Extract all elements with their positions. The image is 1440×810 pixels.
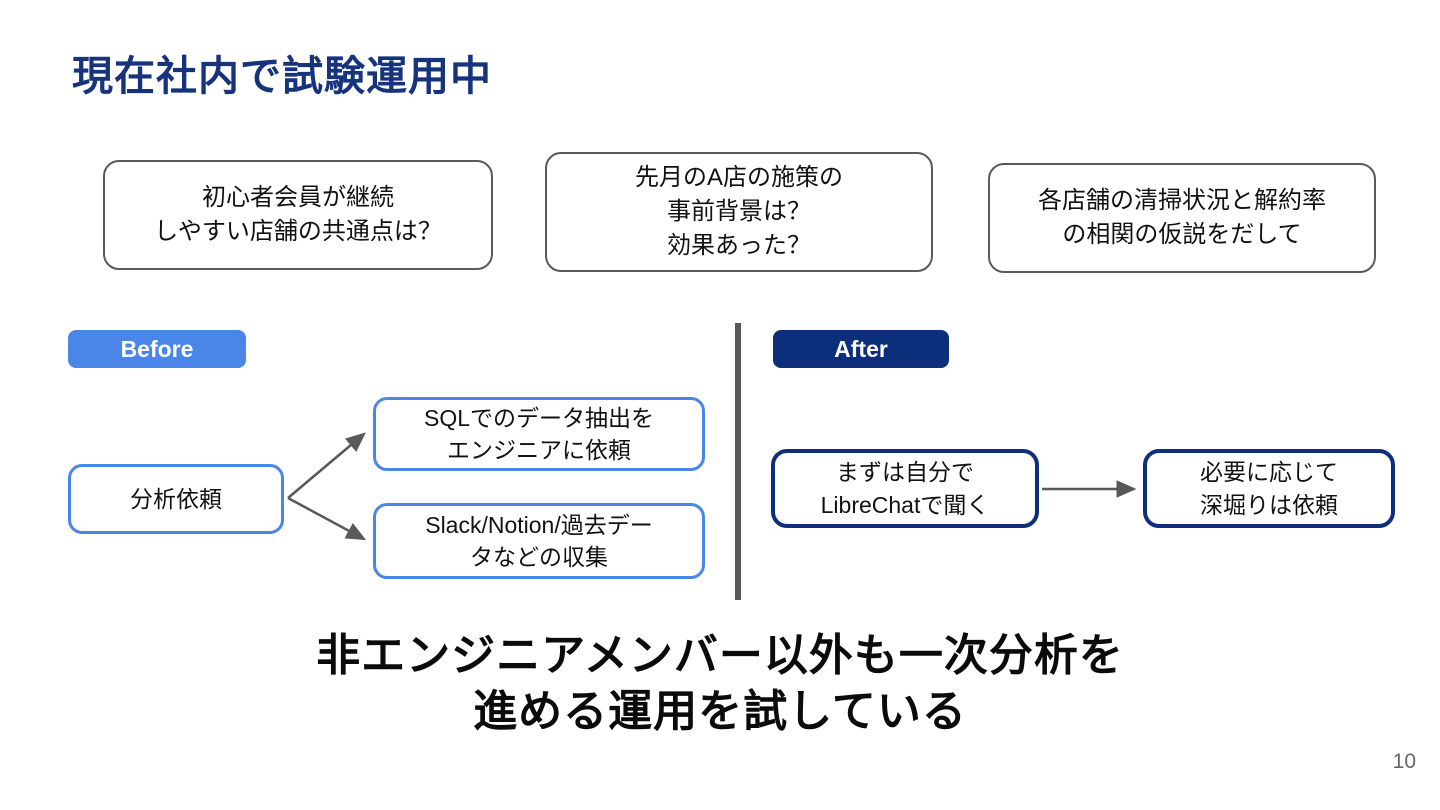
flow-box-analysis-request: 分析依頼 <box>68 464 284 534</box>
conclusion-line: 非エンジニアメンバー以外も一次分析を <box>316 631 1124 680</box>
flow-box-line: まずは自分で <box>836 459 974 486</box>
after-badge: After <box>773 330 949 368</box>
flow-box-line: LibreChatで聞く <box>820 491 990 518</box>
flow-box-line: SQLでのデータ抽出を <box>423 404 655 431</box>
flow-box-sql-extract: SQLでのデータ抽出を エンジニアに依頼 <box>373 397 705 471</box>
conclusion-line: 進める運用を試している <box>473 686 967 736</box>
flow-box-line: エンジニアに依頼 <box>447 437 631 463</box>
prompt-card-cleaning-churn: 各店舗の清掃状況と解約率 の相関の仮説をだして <box>988 163 1376 273</box>
slide-title: 現在社内で試験運用中 <box>72 53 492 99</box>
flow-box-line: 必要に応じて <box>1200 459 1338 486</box>
conclusion-text: 非エンジニアメンバー以外も一次分析を 進める運用を試している <box>0 628 1440 740</box>
prompt-card-line: 各店舗の清掃状況と解約率 <box>1038 186 1326 214</box>
flow-box-line: 深堀りは依頼 <box>1200 491 1338 518</box>
page-number: 10 <box>1392 750 1416 773</box>
prompt-card-beginner-members: 初心者会員が継続 しやすい店舗の共通点は？ <box>103 160 493 270</box>
arrow-to-sql-icon <box>287 432 366 499</box>
flow-box-librechat: まずは自分で LibreChatで聞く <box>771 449 1039 528</box>
before-badge: Before <box>68 330 246 368</box>
divider <box>735 323 741 600</box>
prompt-card-line: しやすい店舗の共通点は？ <box>154 218 442 245</box>
prompt-card-line: 初心者会員が継続 <box>202 183 394 211</box>
flow-box-line: タなどの収集 <box>470 544 608 570</box>
arrow-to-slack-icon <box>287 496 367 541</box>
flow-box-deep-dive: 必要に応じて 深堀りは依頼 <box>1143 449 1395 528</box>
prompt-card-line: 事前背景は？ <box>667 197 811 225</box>
flow-box-line: 分析依頼 <box>130 485 222 512</box>
prompt-card-store-a-measure: 先月のA店の施策の 事前背景は？ 効果あった？ <box>545 152 933 272</box>
flow-box-line: Slack/Notion/過去デー <box>425 511 653 538</box>
flow-box-slack-notion: Slack/Notion/過去デー タなどの収集 <box>373 503 705 579</box>
prompt-card-line: の相関の仮説をだして <box>1062 221 1302 248</box>
prompt-card-line: 先月のA店の施策の <box>634 163 843 191</box>
prompt-card-line: 効果あった？ <box>667 232 811 260</box>
